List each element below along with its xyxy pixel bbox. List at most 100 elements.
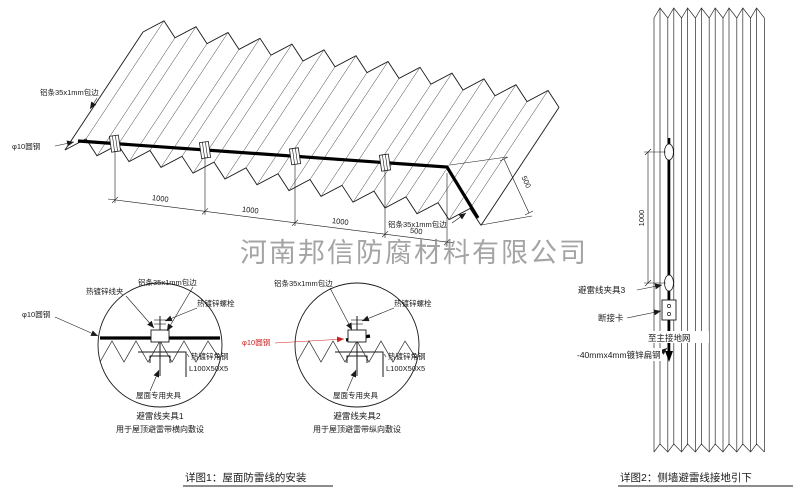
roof-ridge-line [117,26,197,145]
label-bolt: 热镀锌螺栓 [394,298,432,308]
dim-tick [201,208,209,215]
detail2-title: 避雷线夹具2 [333,411,381,421]
roof-ridge-line [128,43,208,162]
label-angle-steel: 热镀锌角钢 [388,351,426,361]
label-edge-strip: 铝条35x1mm包边 [274,278,333,288]
wire-clamp [108,134,122,153]
down-arrow [665,351,673,362]
roof-ridge-line [149,32,229,151]
label-backing [574,348,662,361]
leader-line [383,353,387,358]
dim-tick [381,230,389,238]
wire-clamp-hatch [295,148,298,165]
dim-tick [291,219,299,227]
detail-2-clamp-longitudinal: 铝条35x1mm包边 热镀锌螺栓 φ10圆钢 热镀锌角钢 L100X50X5 屋… [242,278,432,434]
label-round-steel-roof: φ10圆钢 [12,141,40,151]
roof-clamp-bracket [346,355,368,363]
dim-tick [443,238,451,246]
dim-tick [111,196,119,204]
roof-ridge-line [352,84,432,203]
leader-line [451,212,467,224]
dim-tick [524,210,534,216]
wire-clamp-hatch [382,154,385,171]
company-watermark: 河南邦信防腐材料有限公司 [240,238,588,268]
figure1-caption-text: 详图1：屋面防雷线的安装 [185,471,307,484]
detail-circle [294,282,420,408]
detail1-title: 避雷线夹具1 [136,411,184,421]
roof-ridge-line [437,84,517,203]
leader-line [166,286,194,332]
roof-ridge-line [373,72,453,192]
angle-steel [138,351,187,377]
dim-tick [644,148,652,156]
roof-ridge-line [448,101,528,220]
dim-text: 1000 [241,205,259,216]
label-edge-strip-top: 铝条35x1mm包边 [40,87,99,97]
leader-line [54,316,99,337]
roof-ridge-line [224,60,304,180]
figure2-caption-text: 详图2：侧墙避雷线接地引下 [620,471,752,484]
leader-line [186,353,190,358]
wire-clamp [378,153,392,172]
wire-clamp [198,140,212,160]
wire-clamp-hatch [292,148,295,165]
roof-ridge-line [288,72,368,191]
label-angle-steel: 热镀锌角钢 [191,351,229,361]
wire-clamp-hatch [205,141,208,158]
roof-dimension-chain: 1000 1000 1000 500 [107,151,454,246]
label-wire-clamp: 热镀锌线夹 [86,286,124,296]
disconnect-bolt [667,312,671,316]
dimension-line [503,158,530,214]
label-roof-clamp: 屋面专用夹具 [136,390,181,400]
label-edge-strip-right: 铝条35x1mm包边 [388,219,447,229]
wire-clamp [288,147,302,166]
dim-tick [499,156,509,162]
leader-line [329,287,353,331]
label-bolt: 热镀锌螺栓 [197,298,235,308]
side-wall-view: 1000 避雷线夹具3 断接卡 至主接地网 -40mmx4mm镀锌扁钢 [574,7,765,453]
label-edge-strip: 铝条35x1mm包边 [138,277,197,287]
roof-ridge-line [181,38,261,157]
label-roof-clamp: 屋面专用夹具 [333,390,378,400]
label-round-steel: φ10圆钢 [22,309,50,319]
extension-line [480,215,533,226]
roof-ridge-line [213,43,293,163]
figure2-caption: 详图2：侧墙避雷线接地引下 [618,471,793,487]
dim-text: 1000 [151,193,169,204]
label-clamp3: 避雷线夹具3 [578,285,626,295]
roof-right-edge [480,107,560,226]
leader-line [125,295,155,329]
dim-text: 500 [410,226,424,236]
leader-line [54,140,75,147]
roof-ridge-line [341,67,421,186]
wire-clamp-body [378,153,392,172]
label-to-ground: 至主接地网 [648,333,691,343]
dim-tick [644,279,652,287]
angle-steel [335,351,384,377]
label-angle-spec: L100X50X5 [386,364,425,373]
leader-line [164,307,198,322]
wire-clamp-body [347,329,367,343]
wire-clamp-body [198,140,212,160]
wire-clamp-hatch [385,154,388,171]
wire-clamp-hatch [112,135,115,152]
detail1-subtitle: 用于屋顶避雷带横向敷设 [116,424,204,434]
roof-ridge-line [469,90,549,209]
disconnect-link [661,299,677,321]
disconnect-bolt [667,304,671,308]
wire-clamp-hatch [115,135,118,152]
leader-line [89,97,98,110]
roof-ridge-line [384,89,464,209]
roof-ridge-line [416,95,496,214]
wire-clamp-hatch [202,142,205,159]
wire-clamp-body [288,147,302,166]
wall-bottom-zigzag [653,443,765,453]
roof-ridge-line [320,78,400,197]
detail2-subtitle: 用于屋顶避雷带纵向敷设 [313,424,401,434]
wire-clamp-body [108,134,122,153]
roof-ridge-line [256,66,336,185]
dimension-line [107,198,454,244]
label-round-steel: φ10圆钢 [242,337,270,347]
